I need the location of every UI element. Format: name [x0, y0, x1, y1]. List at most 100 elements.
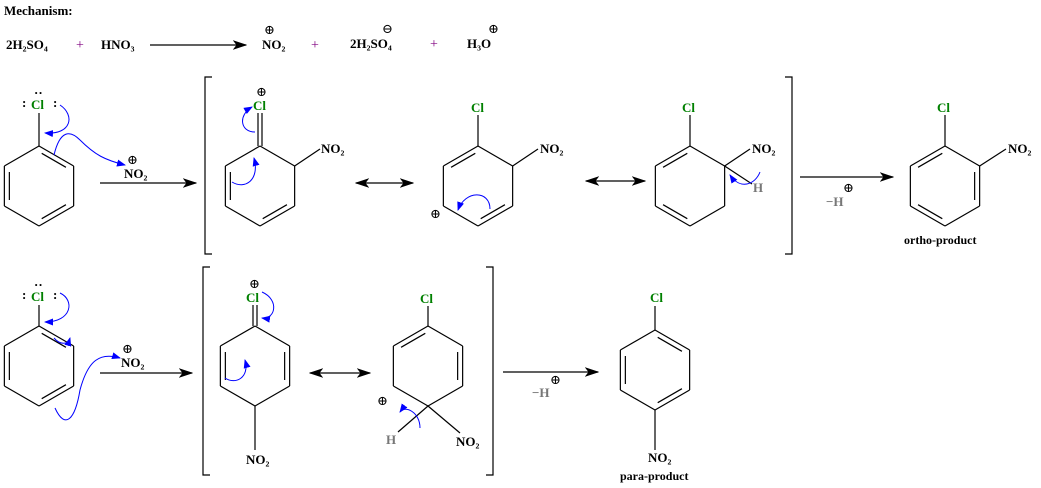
double-bond — [657, 336, 683, 352]
ring-bond — [944, 145, 980, 167]
curly-arrow-icon — [44, 104, 70, 138]
nitro-group: NO₂ — [456, 434, 480, 449]
double-bond — [917, 152, 943, 168]
chlorine-atom: Cl — [31, 289, 44, 304]
reactant-sulfuric-acid: 2H₂SO₄ — [6, 37, 48, 52]
double-bond — [41, 332, 67, 348]
ring-bond — [38, 205, 74, 227]
plus-sign: + — [311, 38, 319, 53]
ring-bond — [944, 205, 980, 227]
ring-bond — [259, 145, 295, 167]
bond — [427, 405, 461, 434]
bond-layer — [3, 113, 1007, 450]
chlorine-atom: Cl — [682, 100, 695, 115]
para-product-label: para-product — [620, 469, 688, 483]
reactant-nitric-acid: HNO₃ — [101, 37, 135, 52]
product-hydrogen-sulfate: 2H₂SO₄ — [350, 36, 392, 51]
double-bond — [662, 152, 688, 168]
ring-bond — [689, 145, 725, 167]
ring-bond — [4, 205, 40, 227]
ring-bond — [225, 205, 261, 227]
chlorine-atom: Cl — [471, 100, 484, 115]
ring-bond — [393, 385, 429, 407]
ring-bond — [477, 145, 513, 167]
chlorine-atom: Cl — [253, 98, 266, 113]
ring-bond — [654, 329, 690, 351]
chlorine-atom: Cl — [650, 290, 663, 305]
bond — [512, 148, 539, 167]
ring-bond — [910, 205, 946, 227]
ring-bond — [427, 325, 463, 347]
right-bracket — [486, 266, 494, 476]
lone-pair: ·· — [34, 277, 43, 292]
ring-bond — [443, 205, 479, 227]
positive-charge-icon: ⊕ — [256, 84, 267, 99]
double-bond — [400, 332, 426, 348]
deprotonation-label: −H — [826, 194, 844, 209]
ring-bond — [689, 205, 725, 227]
nitro-group: NO₂ — [321, 141, 345, 156]
double-bond — [41, 152, 67, 168]
hydrogen-atom: H — [753, 180, 763, 195]
ring-bond — [38, 145, 74, 167]
chlorine-atom: Cl — [246, 290, 259, 305]
bond — [397, 405, 429, 433]
double-bond — [41, 384, 67, 400]
ring-bond — [655, 145, 691, 167]
double-bond — [657, 388, 683, 404]
nitro-group: NO₂ — [246, 452, 270, 467]
chlorine-atom: Cl — [937, 100, 950, 115]
positive-charge-icon: ⊕ — [264, 22, 275, 37]
curly-arrow-icon — [399, 403, 421, 429]
ring-bond — [620, 389, 656, 411]
curly-arrow-icon — [54, 352, 121, 421]
deprotonation-label: −H — [532, 385, 550, 400]
lone-pair: : — [22, 287, 26, 302]
ring-bond — [220, 385, 256, 407]
left-bracket — [202, 266, 210, 476]
ring-bond — [620, 329, 656, 351]
bond — [724, 148, 751, 167]
bond — [724, 165, 753, 185]
chlorine-atom: Cl — [31, 97, 44, 112]
nitro-group: NO₂ — [752, 141, 776, 156]
double-bond — [662, 204, 688, 220]
nitro-group: NO₂ — [648, 450, 672, 465]
positive-charge-icon: ⊕ — [377, 393, 388, 408]
curly-arrow-icon — [231, 157, 260, 186]
left-bracket — [204, 76, 212, 255]
ring-bond — [910, 145, 946, 167]
positive-charge-icon: ⊕ — [122, 341, 133, 356]
lone-pair: : — [53, 287, 57, 302]
negative-charge-icon: ⊖ — [382, 21, 393, 36]
double-bond — [262, 204, 288, 220]
curly-arrow-icon — [53, 337, 72, 347]
curly-arrow-icon — [53, 133, 126, 167]
curly-arrow-icon — [242, 106, 256, 133]
ring-bond — [38, 325, 74, 347]
positive-charge-icon: ⊕ — [430, 206, 441, 221]
product-nitronium: NO₂ — [262, 37, 286, 52]
nitronium-electrophile: NO₂ — [121, 355, 145, 370]
nitro-group: NO₂ — [1008, 141, 1032, 156]
right-bracket — [785, 76, 793, 255]
double-bond — [450, 152, 476, 168]
positive-charge-icon: ⊕ — [550, 372, 561, 387]
ring-bond — [655, 205, 691, 227]
ortho-product-label: ortho-product — [904, 233, 976, 247]
mechanism-title: Mechanism: — [4, 3, 73, 18]
double-bond — [480, 204, 506, 220]
plus-sign: + — [430, 37, 438, 52]
nitronium-electrophile: NO₂ — [124, 166, 148, 181]
curly-arrow-icon — [457, 194, 491, 211]
ring-bond — [4, 325, 40, 347]
ring-bond — [38, 385, 74, 407]
curly-arrow-icon — [44, 292, 70, 326]
ring-bond — [477, 205, 513, 227]
plus-sign: + — [76, 38, 84, 53]
chlorine-atom: Cl — [420, 291, 433, 306]
positive-charge-icon: ⊕ — [249, 276, 260, 291]
ring-bond — [254, 385, 290, 407]
